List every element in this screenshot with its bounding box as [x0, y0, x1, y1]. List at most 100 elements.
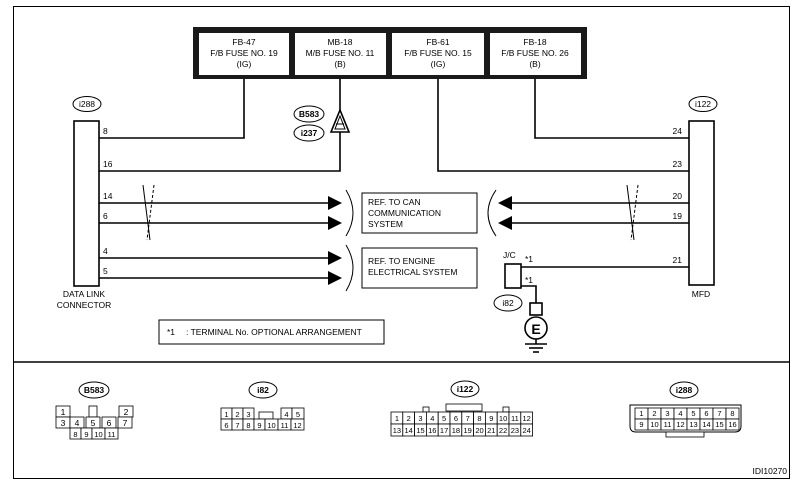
i82-pin-12: 12	[293, 421, 301, 430]
b583-pin-5: 5	[91, 418, 96, 428]
i288-pin-9: 9	[639, 420, 643, 429]
arrow-dlc14	[328, 196, 342, 210]
mfd-pin-20: 20	[673, 191, 683, 201]
mfd-label: MFD	[692, 289, 710, 299]
i122-pin-17: 17	[440, 426, 448, 435]
i288-pin-3: 3	[665, 409, 669, 418]
connector-b583: B583 1 2 3 4 5 6 7 8 9 10 11	[55, 381, 134, 440]
fuse-block: FB-47 F/B FUSE NO. 19 (IG) MB-18 M/B FUS…	[193, 27, 587, 79]
i122-pin-5: 5	[442, 414, 446, 423]
dlc-pin-4: 4	[103, 246, 108, 256]
note-box	[158, 319, 385, 345]
arrow-mfd20	[498, 196, 512, 210]
i122-pin-12: 12	[523, 414, 531, 423]
i82-pin-10: 10	[267, 421, 275, 430]
i288-pin-12: 12	[676, 420, 684, 429]
i122-pin-14: 14	[405, 426, 413, 435]
fuse-4-id: FB-18	[523, 37, 546, 47]
jc-block	[504, 263, 522, 289]
mfd-unit: i122 MFD 24 23 20 19 21	[673, 96, 718, 299]
i82-pin-7: 7	[235, 421, 239, 430]
dlc-pin-14: 14	[103, 191, 113, 201]
i122-pin-11: 11	[511, 414, 519, 423]
i288-pin-2: 2	[652, 409, 656, 418]
i122-pin-6: 6	[454, 414, 458, 423]
data-link-label-2: CONNECTOR	[57, 300, 112, 310]
i288-pin-13: 13	[689, 420, 697, 429]
ref-can-line1: REF. TO CAN	[368, 197, 421, 207]
fuse-2-name: M/B FUSE NO. 11	[306, 48, 375, 58]
i122-pin-21: 21	[487, 426, 495, 435]
b583-pin-7: 7	[123, 418, 128, 428]
i288-pin-8: 8	[730, 409, 734, 418]
jc-tag: i82	[502, 298, 514, 308]
ref-engine-box	[361, 247, 478, 289]
i122-pin-8: 8	[477, 414, 481, 423]
i122-pin-19: 19	[464, 426, 472, 435]
i288-pin-1: 1	[639, 409, 643, 418]
mfd-pin-21: 21	[673, 255, 683, 265]
i288-pin-15: 15	[715, 420, 723, 429]
i122-pin-4: 4	[430, 414, 434, 423]
fuse-1-name: F/B FUSE NO. 19	[210, 48, 278, 58]
jc-mark-2: *1	[525, 275, 533, 285]
i122-pin-23: 23	[511, 426, 519, 435]
mfd-pin-23: 23	[673, 159, 683, 169]
data-link-label-1: DATA LINK	[63, 289, 106, 299]
fuse-1-type: (IG)	[237, 59, 252, 69]
fuse-4-type: (B)	[529, 59, 541, 69]
jc-label: J/C	[503, 250, 516, 260]
i288-pin-7: 7	[717, 409, 721, 418]
i122-pin-9: 9	[489, 414, 493, 423]
i288-pin-4: 4	[678, 409, 682, 418]
i288-pin-16: 16	[728, 420, 736, 429]
fuse-1-id: FB-47	[232, 37, 255, 47]
i122-pin-16: 16	[428, 426, 436, 435]
b583-pin-1: 1	[61, 407, 66, 417]
i122-pin-15: 15	[416, 426, 424, 435]
arrow-mfd19	[498, 216, 512, 230]
i82-tag: i82	[257, 385, 269, 395]
i122-pin-13: 13	[393, 426, 401, 435]
ref-can-box	[361, 192, 478, 234]
i122-pin-1: 1	[395, 414, 399, 423]
fuse-2-id: MB-18	[327, 37, 352, 47]
jc-mark-1: *1	[525, 254, 533, 264]
wire-fb47-to-dlc8	[99, 79, 245, 139]
i288-pin-6: 6	[704, 409, 708, 418]
i82-pin-8: 8	[246, 421, 250, 430]
i122-pin-18: 18	[452, 426, 460, 435]
data-link-tag: i288	[79, 99, 95, 109]
i122-pin-10: 10	[499, 414, 507, 423]
i82-pin-11: 11	[281, 421, 289, 430]
i122-pin-20: 20	[475, 426, 483, 435]
mfd-tag: i122	[695, 99, 711, 109]
i122-pin-3: 3	[418, 414, 422, 423]
i122-pin-7: 7	[466, 414, 470, 423]
i288-pin-10: 10	[650, 420, 658, 429]
i288-pin-14: 14	[702, 420, 710, 429]
b583-pin-9: 9	[84, 430, 88, 439]
i82-pin-6: 6	[224, 421, 228, 430]
i82-pin-1: 1	[224, 410, 228, 419]
note-mark: *1	[167, 327, 175, 337]
wire-fb61-to-mfd23	[437, 79, 689, 172]
fuse-3-type: (IG)	[431, 59, 446, 69]
ground-icon	[525, 339, 547, 353]
ref-can-line3: SYSTEM	[368, 219, 403, 229]
b583-pin-3: 3	[61, 418, 66, 428]
arrow-dlc6	[328, 216, 342, 230]
outer-frame	[13, 6, 790, 479]
dlc-pin-6: 6	[103, 211, 108, 221]
ground-label: E	[531, 321, 540, 337]
fuse-4-name: F/B FUSE NO. 26	[501, 48, 569, 58]
i288-tag: i288	[676, 385, 693, 395]
wire-fb18-to-mfd24	[534, 79, 689, 139]
diode-tag-i237: i237	[301, 128, 318, 138]
i122-pin-2: 2	[407, 414, 411, 423]
i288-pin-5: 5	[691, 409, 695, 418]
ref-engine-line2: ELECTRICAL SYSTEM	[368, 267, 457, 277]
